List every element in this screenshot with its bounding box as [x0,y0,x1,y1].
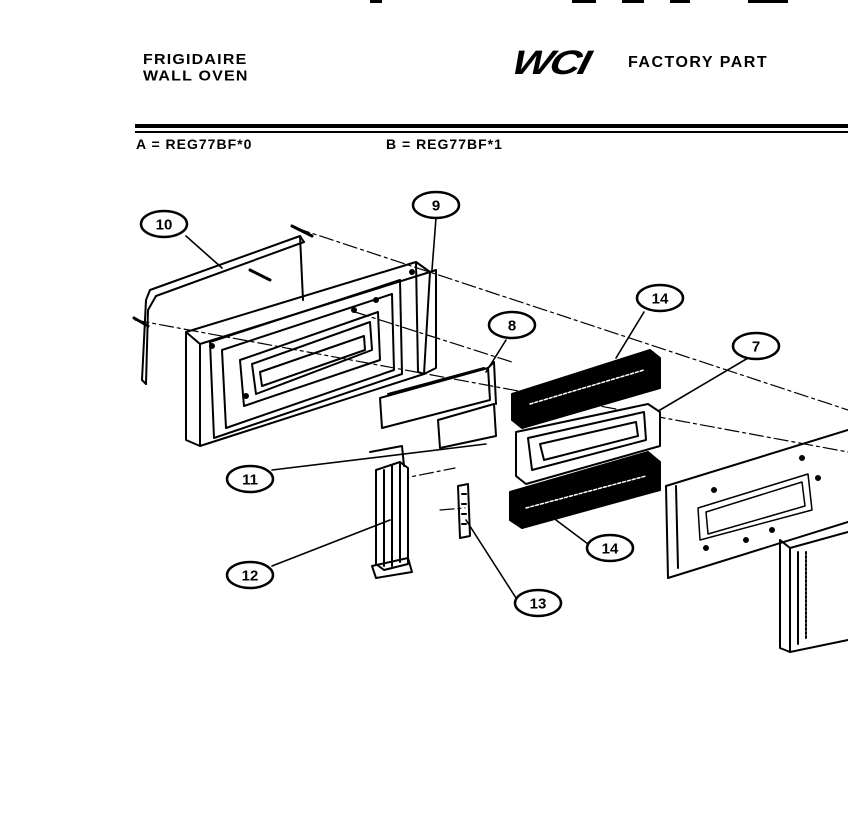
top-edge-mark [748,0,788,3]
top-edge-mark [670,0,690,3]
callout-8 [487,310,537,340]
screws [132,224,314,328]
callout-9 [411,190,461,220]
part-13-spring [457,483,471,539]
callout-bubbles [139,190,781,618]
callout-11-label: 11 [242,472,258,489]
callout-10-label: 10 [156,217,173,234]
callout-14-top [635,283,685,313]
alignment-lines [134,227,848,511]
part-14-gasket-top [511,349,661,429]
header-rule-thin [135,131,848,133]
callout-14-top-label: 14 [652,291,669,308]
callout-12-label: 12 [242,568,259,585]
part-10-handle [141,235,305,385]
callout-13-label: 13 [530,596,547,613]
part-9-door-frame [185,261,437,447]
brand-line-1: FRIGIDAIRE [143,51,248,68]
model-b-label: B = REG77BF*1 [386,136,503,152]
top-edge-mark [370,0,382,3]
part-7-liner [515,403,661,485]
callout-13 [513,588,563,618]
callout-9-label: 9 [432,198,440,215]
callout-10 [139,209,189,239]
brand-title: FRIGIDAIRE WALL OVEN [143,52,249,84]
part-12-hinge [369,445,413,579]
top-edge-mark [572,0,596,3]
callout-11 [225,464,275,494]
leader-lines [185,217,749,599]
inner-door-panel [665,429,848,653]
part-14-gasket-bottom [509,451,661,529]
header-rule-thick [135,124,848,128]
callout-12 [225,560,275,590]
top-edge-mark [622,0,644,3]
callout-7-label: 7 [752,339,760,356]
callout-14-bottom [585,533,635,563]
callout-7 [731,331,781,361]
callout-8-label: 8 [508,318,516,335]
model-a-label: A = REG77BF*0 [136,136,253,152]
callout-14-bottom-label: 14 [602,541,619,558]
brand-line-2: WALL OVEN [143,68,249,85]
factory-parts-label: FACTORY PART [628,54,769,71]
